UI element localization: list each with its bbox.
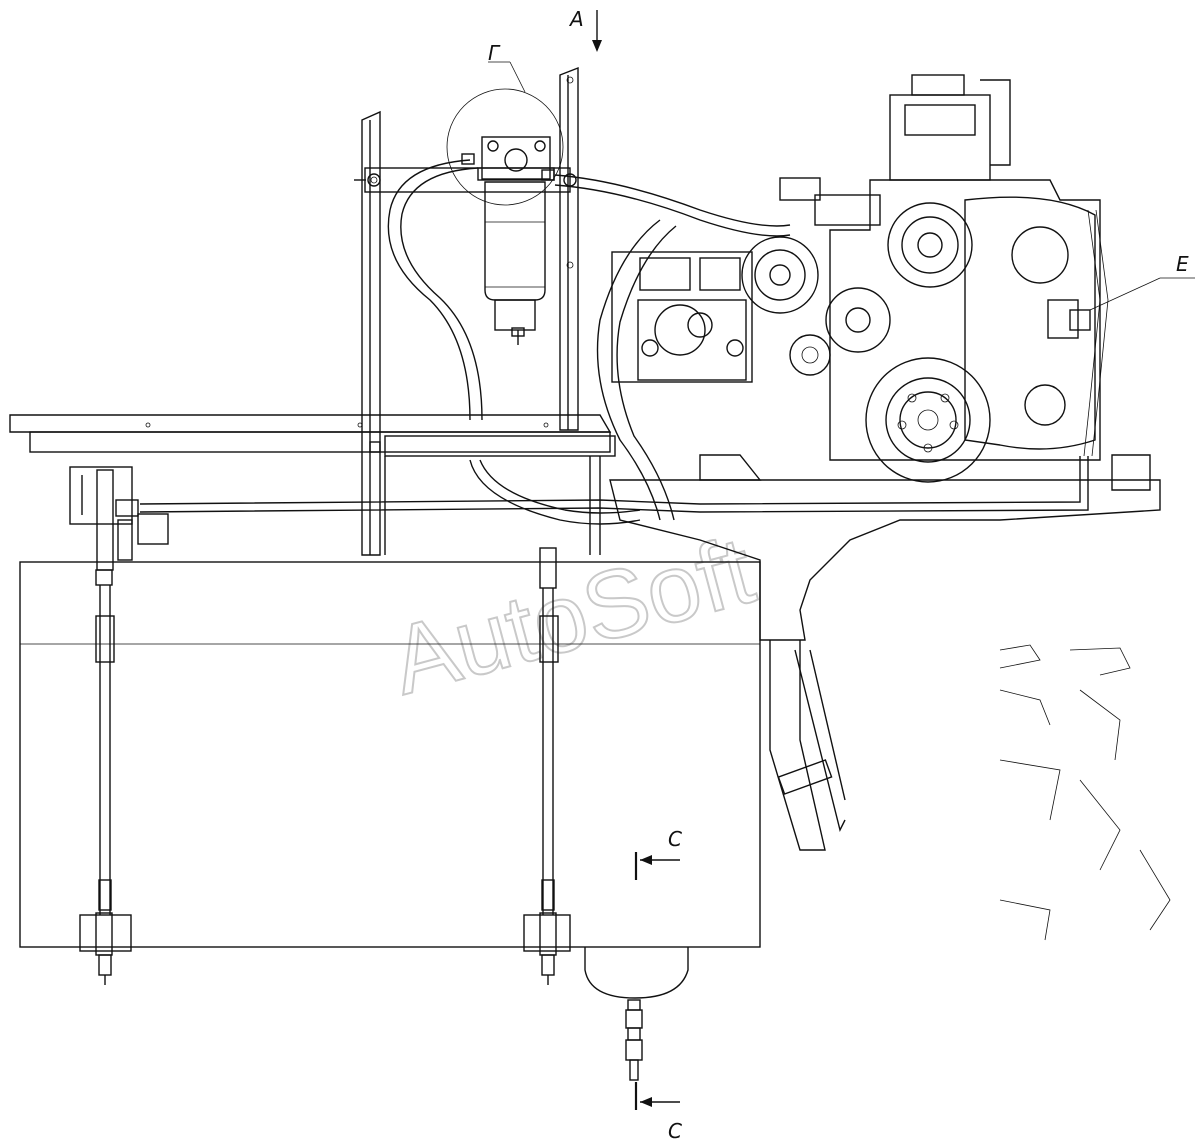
view-e-label: E	[1176, 252, 1189, 276]
mounting-frame	[9, 66, 616, 556]
section-c-top-label: C	[668, 827, 682, 851]
fuel-filter	[446, 88, 564, 345]
section-c-bottom-indicator: C	[634, 1082, 682, 1143]
fuel-pump	[611, 236, 831, 383]
fuel-tank	[19, 561, 761, 1081]
tank-bracket-right	[523, 547, 571, 985]
section-c-bottom-label: C	[668, 1119, 682, 1143]
section-c-top-indicator: C	[634, 827, 682, 880]
sensor-e	[1047, 299, 1091, 339]
fuel-hoses	[115, 159, 1109, 561]
break-line-contour	[999, 644, 1171, 941]
watermark: AutoSoft	[381, 517, 764, 716]
view-e-indicator: E	[1089, 252, 1195, 311]
view-a-indicator: A	[568, 7, 602, 52]
view-a-label: A	[568, 7, 584, 31]
chassis-rail	[609, 479, 1161, 851]
tank-bracket-left	[69, 466, 133, 985]
view-g-indicator: Г	[488, 41, 526, 93]
view-g-label: Г	[488, 41, 501, 65]
engine	[699, 74, 1151, 491]
